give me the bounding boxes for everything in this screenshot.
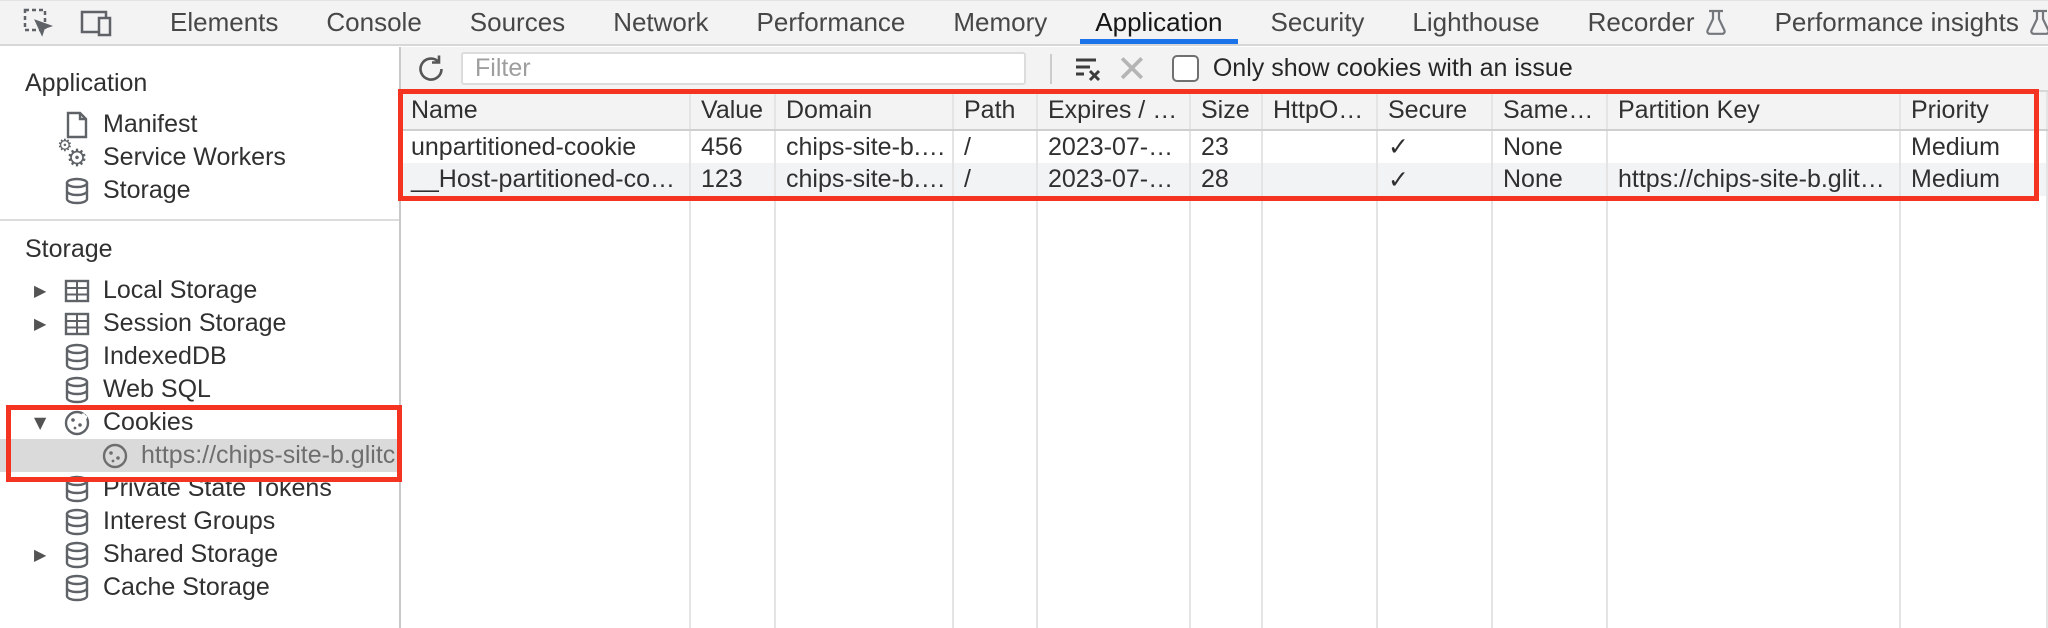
tab-lighthouse[interactable]: Lighthouse (1412, 7, 1540, 37)
sidebar-item-shared-storage[interactable]: ▶ Shared Storage (34, 540, 279, 570)
cell-path[interactable]: / (953, 130, 1038, 163)
database-icon (62, 573, 92, 603)
column-header-priority[interactable]: Priority (1900, 92, 2048, 131)
sidebar-item-web-sql[interactable]: Web SQL (0, 373, 399, 406)
issue-checkbox-label: Only show cookies with an issue (1212, 54, 1573, 82)
cell-domain[interactable]: chips-site-b.glitch.me (775, 163, 954, 196)
sidebar-item-storage[interactable]: Storage (0, 174, 399, 207)
column-header-domain[interactable]: Domain (775, 92, 954, 131)
delete-all-icon[interactable]: ✕ (1116, 46, 1148, 91)
cookie-row-host-partitioned[interactable]: __Host-partitioned-cookie 123 chips-site… (401, 163, 2048, 196)
database-icon (62, 375, 92, 405)
sidebar-item-indexeddb[interactable]: IndexedDB (0, 340, 399, 373)
devtools-tabbar: Elements Console Sources Network Perform… (0, 0, 2048, 46)
sidebar-section-storage: Storage (0, 219, 399, 274)
refresh-icon[interactable] (415, 53, 447, 85)
cell-partition-key[interactable] (1607, 130, 1901, 163)
tab-performance[interactable]: Performance (756, 7, 906, 37)
cell-domain[interactable]: chips-site-b.glitch.me (775, 130, 954, 163)
cookie-table-header-row: Name Value Domain Path Expires / M… Size… (401, 92, 2048, 131)
cell-secure-checkmark[interactable]: ✓ (1377, 130, 1493, 163)
cookie-icon (62, 408, 92, 438)
inspect-element-icon[interactable] (22, 7, 54, 39)
cell-name[interactable]: unpartitioned-cookie (401, 130, 691, 163)
column-header-size[interactable]: Size (1190, 92, 1263, 131)
tab-elements[interactable]: Elements (170, 7, 279, 37)
toolbar-divider (1050, 53, 1052, 84)
collapsed-arrow-icon[interactable]: ▶ (34, 314, 47, 333)
column-header-value[interactable]: Value (690, 92, 776, 131)
tab-network[interactable]: Network (613, 7, 709, 37)
tab-sources[interactable]: Sources (469, 7, 566, 37)
column-header-samesite[interactable]: SameSite (1492, 92, 1608, 131)
sidebar-section-application: Application (25, 69, 148, 97)
database-icon (62, 176, 92, 206)
cell-partition-key[interactable]: https://chips-site-b.glitch.me (1607, 163, 1901, 196)
clear-filter-icon[interactable] (1072, 54, 1106, 84)
device-toolbar-icon[interactable] (80, 8, 114, 38)
database-icon (62, 342, 92, 372)
column-header-httponly[interactable]: HttpOnly (1262, 92, 1378, 131)
cell-name[interactable]: __Host-partitioned-cookie (401, 163, 691, 196)
sidebar-item-cache-storage[interactable]: Cache Storage (0, 571, 399, 604)
column-header-name[interactable]: Name (401, 92, 691, 131)
cell-priority[interactable]: Medium (1900, 130, 2048, 163)
cell-size[interactable]: 28 (1190, 163, 1263, 196)
document-icon (62, 110, 92, 140)
collapsed-arrow-icon[interactable]: ▶ (34, 281, 47, 300)
sidebar-item-session-storage[interactable]: ▶ Session Storage (34, 309, 287, 339)
table-icon (62, 276, 92, 306)
cell-path[interactable]: / (953, 163, 1038, 196)
cell-priority[interactable]: Medium (1900, 163, 2048, 196)
cookies-panel: ✕ Only show cookies with an issue Name V… (401, 47, 2048, 628)
cell-expires[interactable]: 2023-07-07… (1037, 130, 1191, 163)
cell-expires[interactable]: 2023-07-07… (1037, 163, 1191, 196)
sidebar-item-cookies-chips-site-b[interactable]: https://chips-site-b.glitch.me (0, 439, 399, 472)
cookies-toolbar: ✕ Only show cookies with an issue (401, 47, 2048, 92)
collapsed-arrow-icon[interactable]: ▶ (34, 545, 47, 564)
cookie-table-area: Name Value Domain Path Expires / M… Size… (401, 92, 2048, 628)
table-icon (62, 309, 92, 339)
sidebar-item-local-storage[interactable]: ▶ Local Storage (34, 276, 258, 306)
cell-samesite[interactable]: None (1492, 130, 1608, 163)
cookie-table-empty-area (401, 196, 2048, 628)
sidebar-item-private-state-tokens[interactable]: Private State Tokens (0, 472, 399, 505)
gears-icon: ⚙⚙ (57, 135, 88, 172)
expanded-arrow-icon[interactable]: ▼ (34, 413, 47, 432)
cell-size[interactable]: 23 (1190, 130, 1263, 163)
cookie-table: Name Value Domain Path Expires / M… Size… (401, 92, 2048, 628)
tab-console[interactable]: Console (326, 7, 422, 37)
cookie-icon (100, 441, 130, 471)
sidebar-item-manifest[interactable]: Manifest (0, 108, 399, 141)
issue-checkbox[interactable] (1171, 55, 1199, 82)
cell-value[interactable]: 456 (690, 130, 776, 163)
tab-memory[interactable]: Memory (953, 7, 1048, 37)
cell-secure-checkmark[interactable]: ✓ (1377, 163, 1493, 196)
tab-recorder[interactable]: Recorder (1573, 1, 1742, 44)
sidebar-item-service-workers[interactable]: ⚙⚙ Service Workers (57, 135, 286, 172)
cell-value[interactable]: 123 (690, 163, 776, 196)
flask-icon (2029, 9, 2048, 36)
tab-performance-insights[interactable]: Performance insights (1760, 1, 2048, 44)
issue-checkbox-row[interactable]: Only show cookies with an issue (1171, 54, 1573, 83)
filter-input[interactable] (461, 52, 1026, 85)
flask-icon (1705, 9, 1727, 36)
tab-security[interactable]: Security (1270, 7, 1365, 37)
cell-samesite[interactable]: None (1492, 163, 1608, 196)
column-header-partition-key[interactable]: Partition Key (1607, 92, 1901, 131)
database-icon (62, 507, 92, 537)
cell-httponly[interactable] (1262, 130, 1378, 163)
sidebar-item-interest-groups[interactable]: Interest Groups (0, 505, 399, 538)
sidebar-item-cookies[interactable]: ▼ Cookies (34, 408, 194, 438)
cell-httponly[interactable] (1262, 163, 1378, 196)
tab-application[interactable]: Application (1080, 1, 1238, 44)
column-header-secure[interactable]: Secure (1377, 92, 1493, 131)
column-header-path[interactable]: Path (953, 92, 1038, 131)
column-header-expires[interactable]: Expires / M… (1037, 92, 1191, 131)
panel-tabs: Elements Console Sources Network Perform… (146, 1, 2048, 44)
database-icon (62, 540, 92, 570)
application-sidebar: Application Manifest ⚙⚙ Service Workers … (0, 47, 401, 628)
cookie-row-unpartitioned[interactable]: unpartitioned-cookie 456 chips-site-b.gl… (401, 130, 2048, 163)
database-icon (62, 474, 92, 504)
